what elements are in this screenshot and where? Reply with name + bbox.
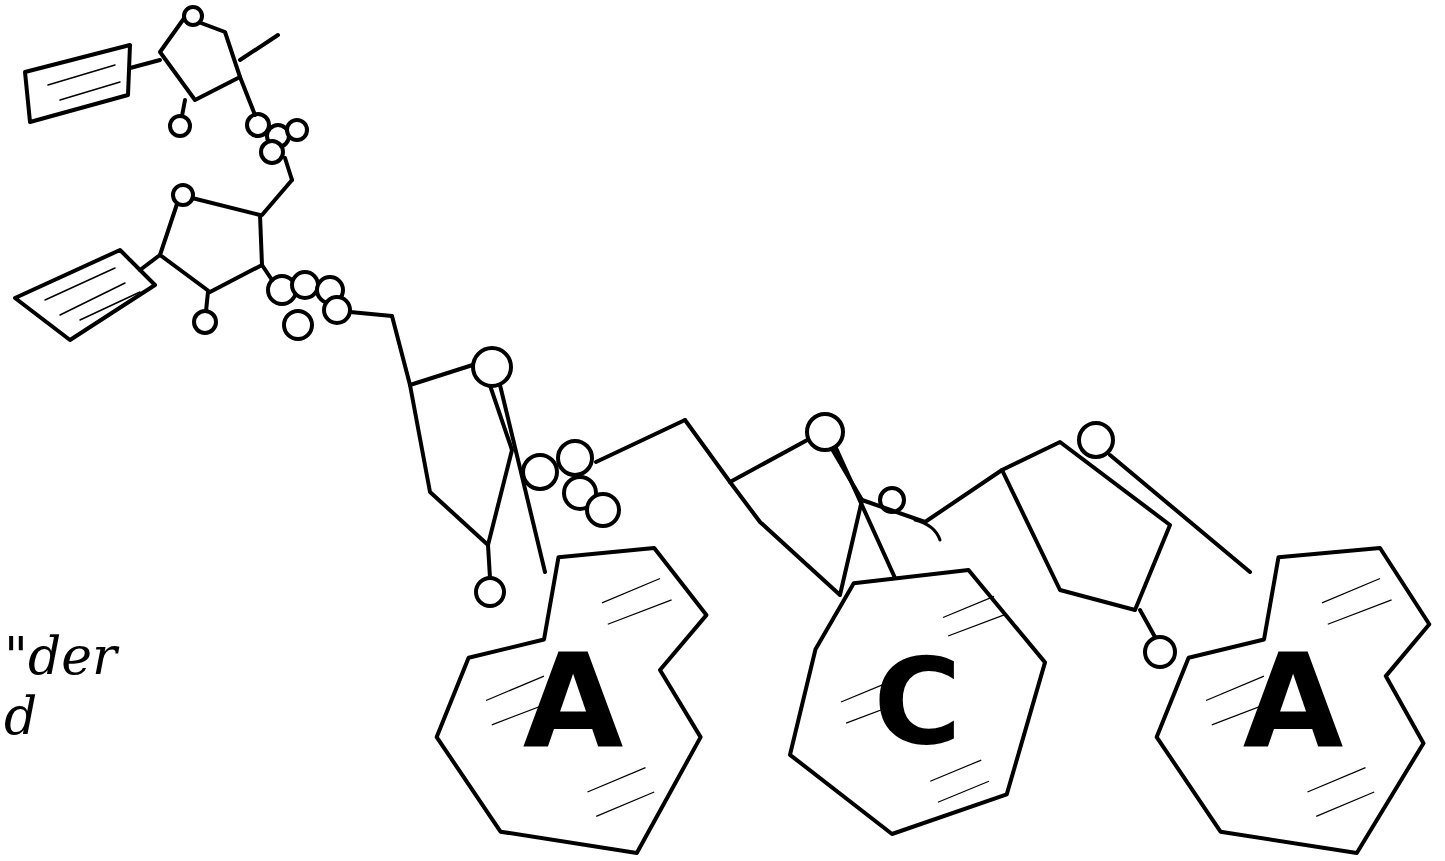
- hatch-line: [1328, 600, 1392, 624]
- base-ring: A: [428, 548, 718, 853]
- base-ring: A: [1148, 548, 1438, 853]
- base-polygon: [437, 548, 707, 853]
- hatch-line: [1316, 792, 1374, 816]
- base-polygon: [1157, 548, 1430, 853]
- hatch-line: [943, 596, 994, 617]
- base-letter: A: [523, 636, 624, 766]
- hatch-line: [948, 615, 1004, 636]
- handwritten-note: "der: [4, 630, 117, 682]
- hatch-line: [938, 781, 989, 802]
- hatch-line: [596, 792, 654, 816]
- hatch-line: [608, 600, 672, 624]
- base-letter: C: [873, 642, 961, 762]
- base-polygon: [790, 570, 1045, 834]
- base-ring: C: [790, 570, 1045, 834]
- handwritten-note: d: [4, 690, 37, 742]
- hatch-line: [1322, 579, 1380, 603]
- hatch-line: [930, 760, 981, 781]
- hatch-line: [602, 579, 660, 603]
- hatch-line: [588, 768, 646, 792]
- hatch-line: [1308, 768, 1366, 792]
- base-letter: A: [1243, 636, 1344, 766]
